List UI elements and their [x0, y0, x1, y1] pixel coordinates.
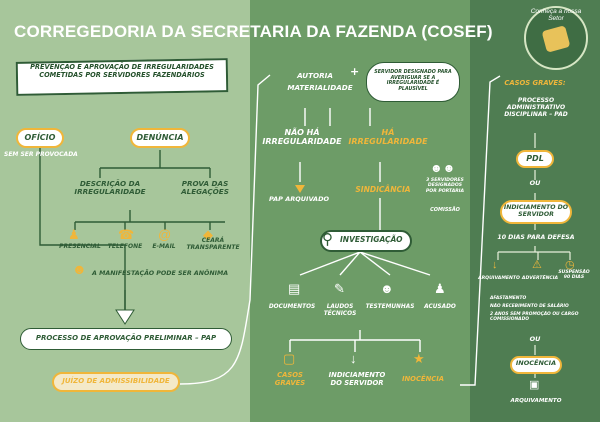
clock-icon: ◷ [565, 259, 575, 271]
phone-icon: ☎ [118, 227, 135, 242]
denuncia-label: DENÚNCIA [136, 133, 184, 142]
outcome-inocencia: INOCÊNCIA [401, 375, 445, 383]
person-icon: ♟ [68, 227, 80, 242]
indiciamento-pill [500, 200, 572, 224]
juizo-pill [52, 372, 180, 392]
arrow-down-icon: ↓ [350, 351, 357, 366]
result-advertencia: ADVERTÊNCIA [521, 276, 559, 281]
investigacao-label: INVESTIGAÇÃO [340, 235, 403, 244]
casos-graves-label: CASOS GRAVES: [504, 79, 566, 87]
juizo-label: JUÍZO DE ADMISSIBILIDADE [62, 377, 170, 385]
comissao-label: COMISSÃO [430, 207, 460, 213]
team-icon: ☻☻ [430, 161, 456, 175]
report-icon: ✎ [334, 281, 345, 296]
badge-text: Conheça a nossa Setor [530, 8, 582, 22]
oficio-pill [16, 128, 64, 148]
witnesses-icon: ☻ [380, 281, 394, 296]
badge-circle [524, 6, 588, 70]
investigacao-pill [320, 230, 412, 252]
magnifier-icon: ⚲ [322, 231, 333, 248]
warning-icon: ⚠ [532, 259, 542, 271]
channel-ceara: CEARÁ TRANSPARENTE [186, 237, 240, 251]
bubble-text: SERVIDOR DESIGNADO PARA AVERIGUAR SE A I… [374, 70, 452, 92]
prova-label: PROVA DAS ALEGAÇÕES [181, 179, 229, 197]
banner-text: PREVENÇÃO E APROVAÇÃO DE IRREGULARIDADES… [30, 63, 214, 79]
evidence-testemunhas: TESTEMUNHAS [365, 304, 415, 310]
ou-1: OU [529, 179, 541, 187]
pap-box [20, 328, 232, 350]
tag-icon: ◆ [203, 227, 213, 242]
arquivado-label: PAP ARQUIVADO [268, 195, 330, 203]
page-title: CORREGEDORIA DA SECRETARIA DA FAZENDA (C… [14, 22, 493, 41]
indiciamento-label: INDICIAMENTO DO SERVIDOR [503, 204, 569, 219]
evidence-documentos: DOCUMENTOS [268, 304, 316, 310]
note-salario: NÃO RECEBIMENTO DE SALÁRIO [490, 304, 569, 309]
folder-icon: ▢ [283, 351, 296, 366]
pad-label: PROCESSO ADMINISTRATIVO DISCIPLINAR – PA… [504, 97, 568, 118]
descricao-label: DESCRIÇÃO DA IRREGULARIDADE [74, 179, 146, 197]
note-afastamento: AFASTAMENTO [490, 296, 527, 301]
archive-box-icon: ▣ [529, 379, 540, 391]
autoria-label: AUTORIA [297, 71, 333, 80]
pap-label: PROCESSO DE APROVAÇÃO PRELIMINAR – PAP [35, 334, 217, 342]
bubble [366, 62, 460, 102]
anonima-label: A MANIFESTAÇÃO PODE SER ANÔNIMA [92, 270, 229, 277]
inocencia-pill [510, 356, 562, 374]
result-suspensao: SUSPENSÃO 90 DIAS [558, 270, 590, 281]
note-promocao: 2 ANOS SEM PROMOÇÃO OU CARGO COMISSIONAD… [490, 312, 579, 323]
arquivamento-final: ARQUIVAMENTO [510, 398, 562, 404]
accused-icon: ♟ [434, 281, 446, 296]
nao-ha-label: NÃO HÁ IRREGULARIDADE [262, 128, 342, 147]
channel-telefone: TELEFONE [107, 243, 143, 250]
result-arquivamento: ARQUIVAMENTO [478, 276, 520, 281]
defesa-label: 10 DIAS PARA DEFESA [497, 234, 575, 241]
sindicancia-label: SINDICÂNCIA [355, 185, 411, 194]
outcome-indiciamento: INDICIAMENTO DO SERVIDOR [328, 371, 386, 387]
channel-email: E-MAIL [152, 243, 176, 250]
comissao-desc: 3 SERVIDORES DESIGNADOS POR PORTARIA [425, 178, 465, 194]
evidence-laudos: LAUDOS TÉCNICOS [323, 304, 357, 317]
oficio-label: OFÍCIO [24, 133, 56, 142]
channel-presencial: PRESENCIAL [59, 243, 101, 250]
denuncia-pill [130, 128, 190, 148]
oficio-note: SEM SER PROVOCADA [4, 151, 78, 158]
materialidade-label: MATERIALIDADE [287, 83, 353, 92]
outcome-casos-graves: CASOS GRAVES [274, 371, 306, 387]
user-icon: ☻ [72, 261, 87, 277]
plus-sign: + [350, 65, 360, 78]
archive-icon: ↓ [492, 259, 498, 271]
at-icon: @ [158, 227, 172, 242]
inocencia-label: INOCÊNCIA [515, 359, 557, 367]
evidence-acusado: ACUSADO [424, 304, 456, 310]
ha-label: HÁ IRREGULARIDADE [348, 128, 428, 147]
pdl-label: PDL [526, 154, 544, 163]
ou-2: OU [529, 335, 541, 343]
documents-icon: ▤ [288, 281, 301, 296]
star-icon: ★ [413, 351, 425, 366]
pdl-pill [516, 150, 554, 168]
